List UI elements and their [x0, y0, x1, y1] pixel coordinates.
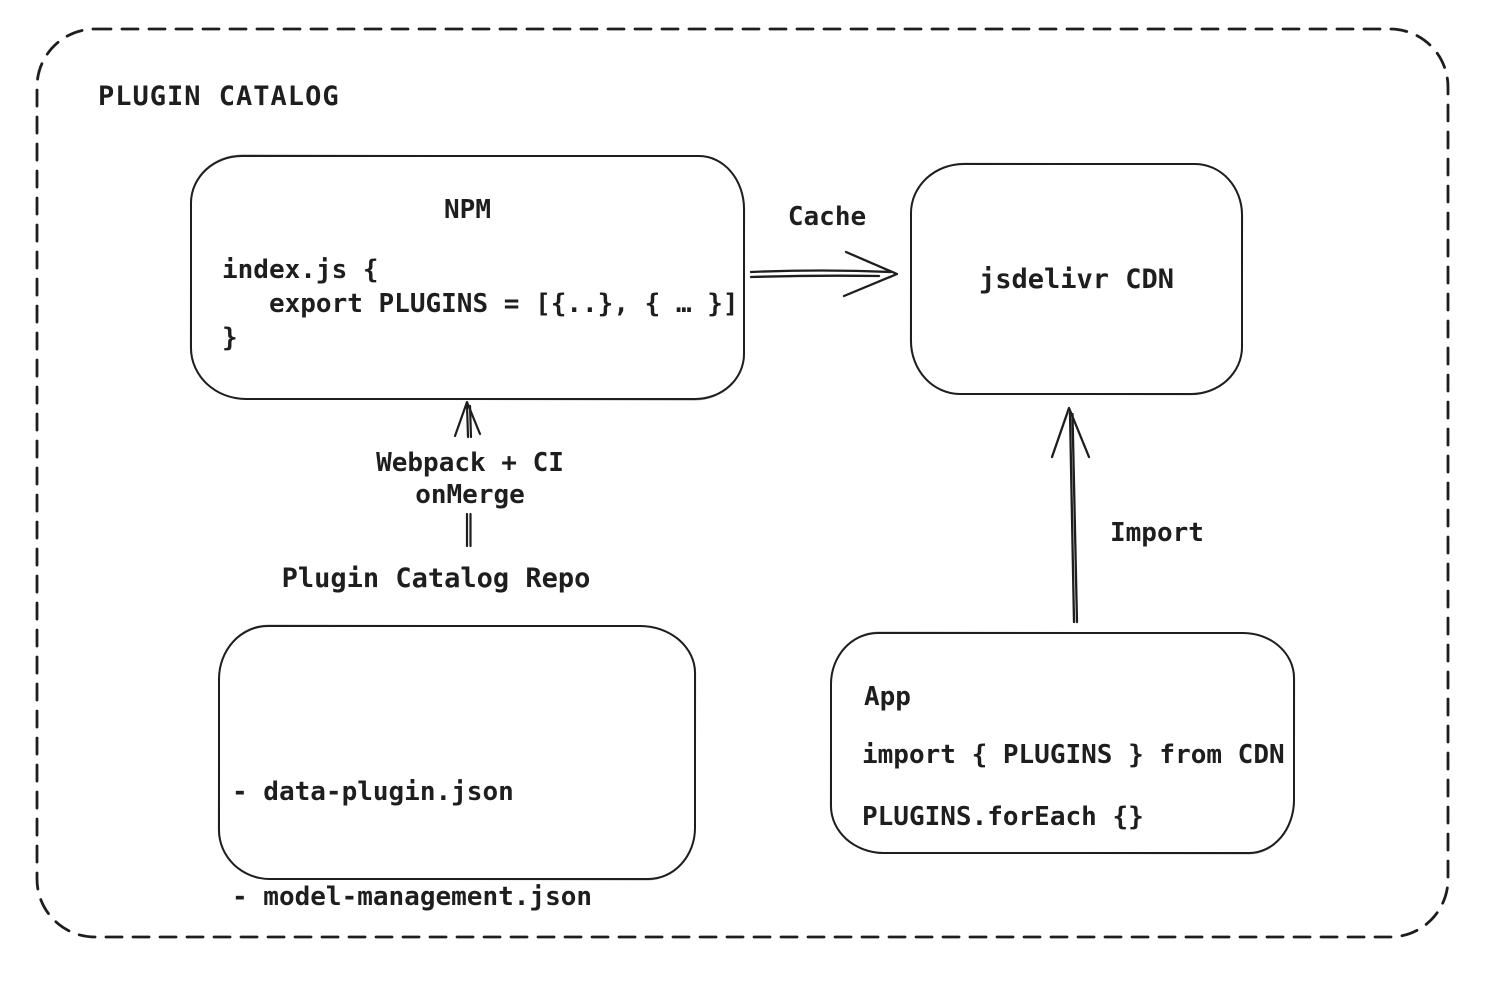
app-code-import-line: import { PLUGINS } from CDN: [862, 740, 1285, 770]
build-arrow-label: Webpack + CI onMerge: [376, 447, 564, 511]
app-node-title: App: [864, 682, 911, 712]
repo-file-list: - data-plugin.json - model-management.js…: [232, 705, 592, 1002]
repo-file-item: - model-management.json: [232, 882, 593, 912]
build-connector: [465, 512, 472, 548]
repo-file-item: - data-plugin.json: [232, 777, 514, 807]
cache-arrow: [749, 250, 899, 298]
build-arrow: [453, 400, 482, 439]
cdn-node-label: jsdelivr CDN: [978, 263, 1175, 295]
build-arrow-label-line2: onMerge: [415, 480, 525, 510]
plugin-catalog-frame: [35, 27, 1450, 939]
import-arrow-label: Import: [1110, 518, 1204, 548]
repo-file-item-ellipsis: ...: [232, 987, 279, 1002]
diagram-title: PLUGIN CATALOG: [98, 81, 340, 112]
build-arrow-label-line1: Webpack + CI: [376, 448, 564, 478]
npm-node-title: NPM: [444, 195, 491, 225]
repo-node-label: Plugin Catalog Repo: [281, 563, 591, 594]
repo-node: - data-plugin.json - model-management.js…: [218, 625, 696, 1002]
app-node: App import { PLUGINS } from CDN PLUGINS.…: [830, 632, 1295, 854]
npm-node: NPM index.js { export PLUGINS = [{..}, {…: [190, 155, 745, 400]
import-arrow: [1050, 406, 1091, 624]
cdn-node: jsdelivr CDN: [910, 163, 1243, 395]
cache-arrow-label: Cache: [787, 202, 867, 232]
npm-code-snippet: index.js { export PLUGINS = [{..}, { … }…: [222, 255, 739, 353]
app-code-foreach-line: PLUGINS.forEach {}: [862, 802, 1144, 832]
